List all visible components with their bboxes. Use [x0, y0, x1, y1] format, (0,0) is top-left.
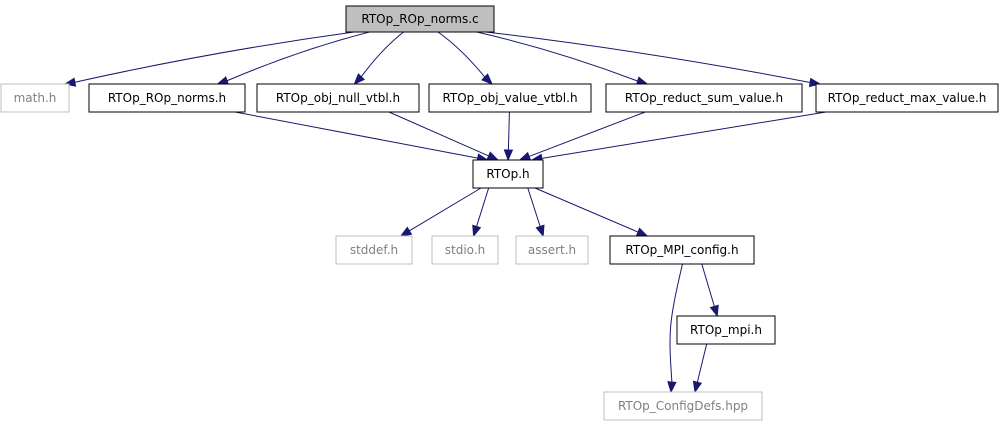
edges-layer — [63, 31, 827, 394]
edge-line — [528, 111, 646, 157]
arrowhead — [635, 227, 649, 237]
edge-rtop_mpi-to-config_defs — [692, 343, 708, 394]
edge-line — [476, 31, 638, 82]
node-rop-norms-h[interactable]: RTOp_ROp_norms.h — [88, 83, 246, 113]
edge-line — [74, 31, 355, 83]
edge-line — [534, 187, 639, 233]
arrowhead — [667, 381, 677, 394]
arrowhead — [692, 380, 703, 394]
arrowhead — [518, 151, 532, 161]
edge-line — [360, 31, 404, 78]
node-label: RTOp_obj_null_vtbl.h — [276, 91, 400, 105]
arrowhead — [709, 304, 719, 318]
node-label: stddef.h — [350, 243, 398, 257]
edge-line — [388, 111, 489, 157]
arrowhead — [503, 149, 514, 162]
edge-line — [234, 111, 478, 159]
edge-rtop_h-to-stddef — [399, 187, 482, 237]
node-label: RTOp_ROp_norms.h — [108, 91, 226, 105]
edge-root-to-obj_value_vtbl — [437, 31, 493, 85]
node-reduct-max[interactable]: RTOp_reduct_max_value.h — [815, 83, 999, 113]
edge-line — [485, 31, 811, 83]
edge-root-to-rop_norms_h — [216, 31, 370, 86]
edge-reduct_sum-to-rtop_h — [518, 111, 646, 161]
edge-line — [669, 263, 683, 383]
node-assert: assert.h — [515, 235, 589, 265]
node-math: math.h — [0, 83, 70, 113]
node-label: RTOp_obj_value_vtbl.h — [442, 91, 577, 105]
edge-root-to-obj_null_vtbl — [353, 31, 404, 85]
node-label: assert.h — [528, 243, 576, 257]
edge-rtop_h-to-mpi_config — [534, 187, 649, 237]
node-label: RTOp_ConfigDefs.hpp — [618, 399, 748, 413]
node-label: stdio.h — [445, 243, 485, 257]
edge-rtop_h-to-stdio — [472, 187, 490, 238]
node-rtop-h[interactable]: RTOp.h — [472, 159, 544, 189]
edge-line — [476, 187, 490, 227]
node-root[interactable]: RTOp_ROp_norms.c — [345, 5, 495, 33]
arrowhead — [399, 226, 413, 237]
edge-rop_norms_h-to-rtop_h — [234, 111, 489, 163]
node-label: RTOp_reduct_sum_value.h — [625, 91, 783, 105]
edge-root-to-math — [63, 31, 355, 87]
nodes-layer: RTOp_ROp_norms.c math.h RTOp_ROp_norms.h… — [0, 5, 999, 421]
edge-line — [696, 343, 708, 383]
edge-rtop_h-to-assert — [527, 187, 545, 238]
node-rtop-mpi[interactable]: RTOp_mpi.h — [676, 315, 776, 345]
node-label: math.h — [14, 91, 57, 105]
edge-reduct_max-to-rtop_h — [530, 111, 827, 163]
node-obj-null-vtbl[interactable]: RTOp_obj_null_vtbl.h — [256, 83, 420, 113]
edge-root-to-reduct_max — [485, 31, 822, 88]
node-label: RTOp_ROp_norms.c — [361, 12, 478, 26]
arrowhead — [472, 224, 482, 238]
node-mpi-config[interactable]: RTOp_MPI_config.h — [609, 235, 755, 265]
edge-line — [437, 31, 486, 78]
node-label: RTOp_reduct_max_value.h — [828, 91, 987, 105]
node-stdio: stdio.h — [431, 235, 499, 265]
node-label: RTOp_mpi.h — [690, 323, 762, 337]
arrowhead — [535, 224, 545, 238]
node-stddef: stddef.h — [335, 235, 413, 265]
edge-obj_null_vtbl-to-rtop_h — [388, 111, 500, 161]
node-obj-value-vtbl[interactable]: RTOp_obj_value_vtbl.h — [428, 83, 592, 113]
edge-line — [541, 111, 827, 159]
node-reduct-sum[interactable]: RTOp_reduct_sum_value.h — [605, 83, 803, 113]
edge-line — [527, 187, 541, 227]
node-config-defs: RTOp_ConfigDefs.hpp — [603, 391, 763, 421]
node-label: RTOp.h — [486, 167, 529, 181]
arrowhead — [481, 73, 493, 85]
edge-line — [409, 187, 482, 232]
edge-mpi_config-to-rtop_mpi — [701, 263, 719, 318]
node-label: RTOp_MPI_config.h — [625, 243, 738, 257]
edge-line — [507, 111, 510, 151]
edge-line — [226, 31, 370, 82]
edge-root-to-reduct_sum — [476, 31, 649, 86]
arrowhead — [216, 76, 230, 86]
edge-mpi_config-to-config_defs — [667, 263, 683, 394]
edge-line — [701, 263, 715, 307]
arrowhead — [486, 151, 500, 161]
edge-obj_value_vtbl-to-rtop_h — [503, 111, 514, 162]
arrowhead — [353, 73, 366, 85]
